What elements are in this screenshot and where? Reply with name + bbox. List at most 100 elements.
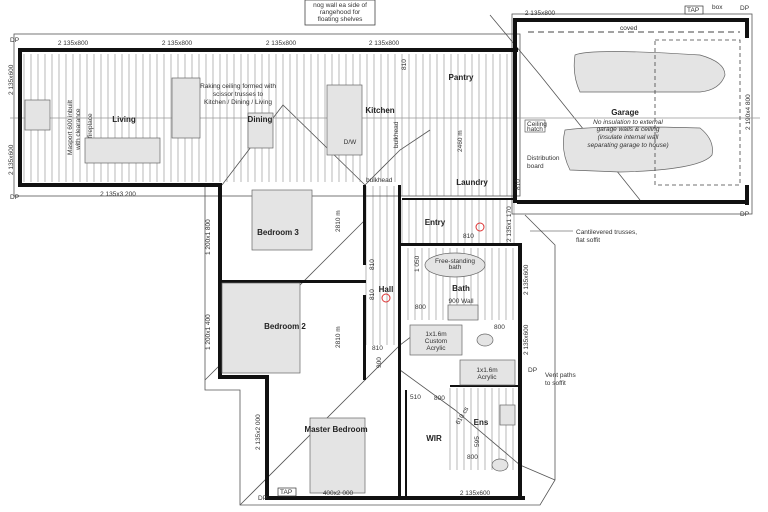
box-label: box xyxy=(712,4,723,11)
garage-note-3: (insulate internal wall xyxy=(598,134,659,141)
dim-top-window-1: 2 135x800 xyxy=(58,40,89,47)
ceiling-hatch-1: Ceiling xyxy=(527,121,547,128)
room-bedroom3: Bedroom 3 xyxy=(257,228,299,237)
dim-1050: 1 050 xyxy=(414,255,421,272)
nog-note-1: nog wall ea side of xyxy=(313,2,367,9)
toilet-bath xyxy=(476,333,494,347)
ceiling-hatch-box xyxy=(524,119,546,133)
nog-note-3: floating shelves xyxy=(318,16,364,23)
dim-bath-door: 800 xyxy=(415,304,426,311)
furniture xyxy=(24,0,741,497)
custom-acrylic-2: Custom xyxy=(425,338,447,345)
dim-bed3-window: 1 200x1 800 xyxy=(205,219,212,255)
car-top xyxy=(573,51,726,93)
dp-top-right: DP xyxy=(740,5,749,12)
dim-entry-side: 2 135x1 170 xyxy=(506,206,513,242)
dim-top-window-3: 2 135x800 xyxy=(266,40,297,47)
free-bath-1: Free-standing xyxy=(435,258,475,265)
sofa xyxy=(84,137,161,164)
dim-bottom-2: 2 135x600 xyxy=(460,490,491,497)
dim-entry-door: 810 xyxy=(463,233,474,240)
room-labels: Living Dining Kitchen Pantry Laundry Gar… xyxy=(112,73,639,443)
raking-note-1: Raking ceiling formed with xyxy=(200,83,276,90)
bulkhead-label: bulkhead xyxy=(366,177,393,184)
dp-right: DP xyxy=(528,367,537,374)
dim-bed2-window: 1 200x1 400 xyxy=(205,314,212,350)
distribution-note-1: Distribution xyxy=(527,155,560,162)
dim-garage-top: 2 135x800 xyxy=(525,10,556,17)
toilet-ens xyxy=(491,458,509,472)
dim-wardrobe-bed3: 2810 m xyxy=(335,210,342,232)
walls xyxy=(18,18,749,500)
room-kitchen: Kitchen xyxy=(365,106,394,115)
dim-laundry-wardrobe: 2460 m xyxy=(457,130,464,152)
room-master-bedroom: Master Bedroom xyxy=(304,425,367,434)
garage-note-4: separating garage to house) xyxy=(587,142,668,149)
dim-top-window-4: 2 135x800 xyxy=(369,40,400,47)
vent-note-2: to soffit xyxy=(545,380,566,387)
shower-custom xyxy=(409,324,463,356)
dim-left-window-2: 2 135x600 xyxy=(8,144,15,175)
dim-living-bottom: 2 135x3 200 xyxy=(100,191,136,198)
nog-note-box xyxy=(304,0,376,26)
room-dining: Dining xyxy=(248,115,273,124)
cantilever-note-2: flat soffit xyxy=(576,237,600,244)
dim-bed2-door: 810 xyxy=(369,289,376,300)
fireplace-note-3: fireplace xyxy=(87,113,94,138)
custom-acrylic-1: 1x1.6m xyxy=(425,331,446,338)
dp-bottom: DP xyxy=(258,495,267,502)
cantilever-note-1: Cantilevered trusses, xyxy=(576,229,637,236)
coved-label: coved xyxy=(620,25,638,32)
notes: nog wall ea side of rangehood for floati… xyxy=(10,2,749,502)
dim-top-window-2: 2 135x800 xyxy=(162,40,193,47)
room-ens: Ens xyxy=(474,418,489,427)
garage-note-2: garage walls & ceiling xyxy=(597,126,660,133)
room-bath: Bath xyxy=(452,284,470,293)
ceiling-hatch-2: hatch xyxy=(527,126,543,133)
free-bath-2: bath xyxy=(449,264,462,271)
wall-900-label: 900 Wall xyxy=(448,298,474,305)
dp-top-left: DP xyxy=(10,37,19,44)
bulkhead-label-vertical: bulkhead xyxy=(393,121,400,148)
room-wir: WIR xyxy=(426,434,442,443)
car-bottom xyxy=(563,126,713,173)
dim-master-window: 2 135x2 000 xyxy=(255,414,262,450)
dim-bath-window-1: 2 135x600 xyxy=(523,264,530,295)
acrylic-1: 1x1.6m xyxy=(476,367,497,374)
bath-vanity xyxy=(447,304,479,321)
dim-wardrobe-bed2: 2810 m xyxy=(335,326,342,348)
dim-510: 510 xyxy=(410,394,421,401)
tap-box-bottom xyxy=(277,487,297,497)
room-pantry: Pantry xyxy=(449,73,474,82)
garage-dashed-area xyxy=(654,39,741,186)
bed-bedroom3 xyxy=(251,189,313,251)
dp-garage-bottom: DP xyxy=(740,211,749,218)
room-entry: Entry xyxy=(425,218,446,227)
dim-garage-door: 2 190x4 800 xyxy=(745,94,752,130)
dim-595: 595 xyxy=(474,436,481,447)
distribution-note-2: board xyxy=(527,163,544,170)
fireplace xyxy=(24,99,51,131)
dining-table xyxy=(247,112,274,149)
nog-note-2: rangehood for xyxy=(320,9,361,16)
room-garage: Garage xyxy=(611,108,639,117)
dim-left-window-1: 2 135x600 xyxy=(8,64,15,95)
armchair xyxy=(171,77,201,139)
dimension-labels: 2 135x800 2 135x800 2 135x800 2 135x800 … xyxy=(8,10,752,497)
room-laundry: Laundry xyxy=(456,178,488,187)
fireplace-note-2: with clearance xyxy=(75,108,82,151)
fireplace-note-1: Masport 600 inbuilt xyxy=(67,100,74,155)
raking-note-2: scissor trusses to xyxy=(213,91,264,98)
acrylic-2: Acrylic xyxy=(477,374,497,381)
dim-bed3-door: 810 xyxy=(369,259,376,270)
dim-ens-door: 800 xyxy=(467,454,478,461)
tap-label-top: TAP xyxy=(687,7,699,14)
smoke-detector-entry xyxy=(475,222,485,232)
dim-pantry-door: 810 xyxy=(401,59,408,70)
dim-master-door: 810 xyxy=(372,345,383,352)
tap-label-bottom: TAP xyxy=(280,489,292,496)
dim-900: 900 xyxy=(376,357,383,368)
dim-laundry-door: 810 xyxy=(515,179,522,190)
room-bedroom2: Bedroom 2 xyxy=(264,322,306,331)
